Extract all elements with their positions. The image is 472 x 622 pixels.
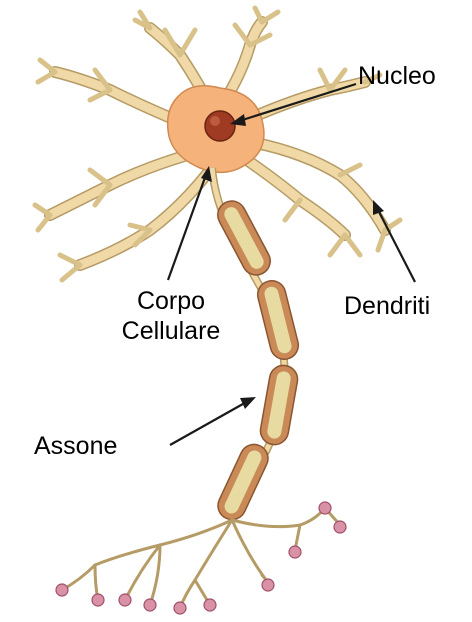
axon-terminals [62, 508, 340, 608]
nucleus [205, 111, 235, 141]
label-nucleus: Nucleo [358, 61, 436, 91]
label-cell-body-line1: Corpo [111, 286, 231, 316]
myelin-segment [255, 278, 302, 362]
myelin-segment [258, 363, 299, 447]
myelin-sheaths [213, 196, 301, 524]
label-cell-body-line2: Cellulare [111, 316, 231, 346]
label-cell-body: Corpo Cellulare [111, 286, 231, 346]
synaptic-knobs [56, 502, 346, 614]
myelin-segment [213, 196, 275, 280]
myelin-segment [213, 440, 272, 524]
label-dendrites: Dendriti [344, 291, 430, 321]
label-axon: Assone [34, 431, 117, 461]
axon-arrow [170, 397, 256, 445]
